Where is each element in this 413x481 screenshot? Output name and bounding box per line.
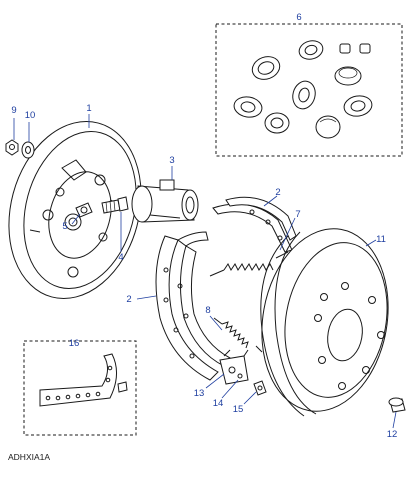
seal-ring <box>298 40 324 60</box>
callout-10: 10 <box>25 110 36 121</box>
leader-lines <box>13 114 397 429</box>
brake-back-plate <box>8 121 142 299</box>
callout-12: 12 <box>387 429 398 440</box>
callout-15: 15 <box>233 404 244 415</box>
piston-cup <box>315 115 341 139</box>
washer <box>21 141 35 159</box>
callout-8: 8 <box>205 305 210 316</box>
callout-7: 7 <box>295 209 300 220</box>
drum-retaining-screw <box>253 380 267 396</box>
callout-2-lower-shoe: 2 <box>126 294 131 305</box>
callout-6: 6 <box>296 12 301 23</box>
wheel-stud <box>388 397 406 413</box>
bleed-cap <box>334 66 362 86</box>
seal-ring <box>251 56 281 80</box>
brake-shoe-lower <box>155 231 231 381</box>
return-spring-upper <box>209 251 289 277</box>
brake-shoe-upper <box>212 196 297 253</box>
brake-drum <box>260 228 389 417</box>
callout-5: 5 <box>62 221 67 232</box>
callout-11: 11 <box>376 234 386 245</box>
seal-kit-box <box>215 23 403 157</box>
nut <box>5 139 19 156</box>
callout-13: 13 <box>194 388 205 399</box>
diagram-reference-code: ADHXIA1A <box>8 452 50 462</box>
callout-3: 3 <box>169 155 174 166</box>
seal-ring <box>264 112 290 134</box>
bleed-screw <box>101 196 129 214</box>
lining-kit-box <box>23 340 137 436</box>
seal-ring <box>343 95 373 117</box>
callout-1: 1 <box>86 103 91 114</box>
callout-2-upper-shoe: 2 <box>275 187 280 198</box>
seal-ring <box>233 96 263 118</box>
seal-ring <box>292 80 316 110</box>
callout-14: 14 <box>213 398 224 409</box>
return-spring-lower <box>213 317 263 353</box>
callout-16: 16 <box>69 338 80 349</box>
callout-4: 4 <box>118 252 123 263</box>
callout-9: 9 <box>11 105 16 116</box>
wheel-cylinder <box>131 179 199 223</box>
shoe-adjuster <box>219 349 249 385</box>
dust-cap <box>339 43 371 54</box>
callout-numbers: 6 1 9 10 3 5 4 2 7 2 8 11 16 13 14 15 12 <box>11 12 397 440</box>
wheel-cylinder-bolt <box>75 202 93 218</box>
